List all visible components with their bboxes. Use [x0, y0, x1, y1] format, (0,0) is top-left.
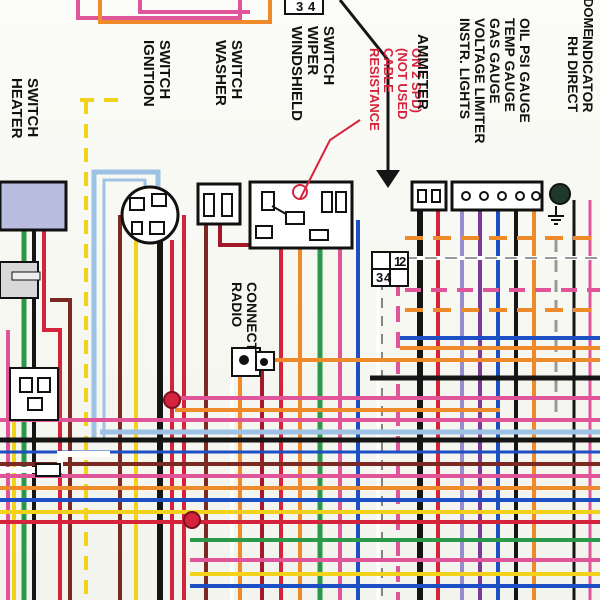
plug-connector-mid: 1 2 3 4 [371, 251, 409, 287]
resistance-cable-label: RESISTANCE CABLE (NOT USED ON 2 SPD) [367, 48, 424, 131]
rh-direct-indicator-label: RH DIRECT INDICATOR [565, 36, 596, 113]
svg-text:VOLTAGE LIMITER: VOLTAGE LIMITER [472, 18, 488, 143]
windshield-wiper-switch-label: WINDSHIELD WIPER SWITCH [288, 26, 337, 121]
svg-text:RADIO: RADIO [229, 282, 245, 327]
svg-text:DOME: DOME [581, 0, 596, 37]
indicator-bulb-icon [549, 183, 571, 205]
plug-mid-1: 1 [394, 254, 401, 269]
plug-mid-4: 4 [384, 270, 392, 285]
svg-text:AMMETER: AMMETER [414, 34, 431, 110]
ground-icon [548, 206, 564, 225]
svg-text:RH DIRECT: RH DIRECT [565, 36, 581, 113]
plug-top-3: 3 [296, 0, 303, 14]
svg-text:IGNITION: IGNITION [140, 40, 157, 107]
svg-text:TEMP GAUGE: TEMP GAUGE [502, 18, 518, 112]
gauge-connector-component [450, 180, 571, 225]
svg-text:(NOT USED: (NOT USED [395, 48, 410, 120]
gauges-label: INSTR. LIGHTS VOLTAGE LIMITER GAS GAUGE … [457, 18, 533, 143]
inline-fuse-icon [35, 463, 61, 477]
svg-text:SWITCH: SWITCH [24, 78, 41, 137]
washer-switch-label: WASHER SWITCH [212, 40, 245, 106]
svg-text:SWITCH: SWITCH [320, 26, 337, 85]
svg-text:WIPER: WIPER [304, 26, 321, 75]
svg-text:HEATER: HEATER [8, 78, 25, 139]
svg-text:SWITCH: SWITCH [156, 40, 173, 99]
horizontal-wires [0, 236, 600, 588]
top-wiring-fragment: 3 4 [76, 0, 400, 188]
washer-switch-component [196, 182, 242, 226]
svg-text:SWITCH: SWITCH [228, 40, 245, 99]
pointer-arrow-icon [376, 170, 400, 188]
svg-text:OIL PSI GAUGE: OIL PSI GAUGE [517, 18, 533, 123]
ammeter-label: AMMETER [414, 34, 431, 110]
wiper-switch-component [248, 119, 361, 250]
dome-label: DOME [581, 0, 596, 37]
ammeter-component [410, 180, 448, 212]
heater-switch-component [0, 180, 68, 421]
svg-text:INDICATOR: INDICATOR [580, 36, 596, 112]
plug-mid-3: 3 [376, 270, 383, 285]
heater-switch-label: HEATER SWITCH [8, 78, 41, 139]
svg-text:RESISTANCE: RESISTANCE [367, 48, 382, 131]
plug-mid-2: 2 [399, 254, 406, 269]
splice-dot-lower [183, 511, 201, 529]
radio-connect-component [231, 347, 275, 377]
plug-top-4: 4 [308, 0, 316, 14]
ignition-switch-component [120, 185, 180, 245]
splice-dot-upper [163, 391, 181, 409]
svg-text:GAS GAUGE: GAS GAUGE [487, 18, 503, 104]
radio-connect-label: RADIO CONNECT [229, 282, 260, 352]
ignition-switch-label: IGNITION SWITCH [140, 40, 173, 107]
svg-text:WINDSHIELD: WINDSHIELD [288, 26, 305, 121]
svg-text:WASHER: WASHER [212, 40, 229, 106]
svg-text:ON 2 SPD): ON 2 SPD) [409, 48, 424, 113]
svg-text:CONNECT: CONNECT [244, 282, 260, 352]
svg-text:CABLE: CABLE [381, 48, 396, 93]
svg-text:INSTR. LIGHTS: INSTR. LIGHTS [457, 18, 473, 119]
